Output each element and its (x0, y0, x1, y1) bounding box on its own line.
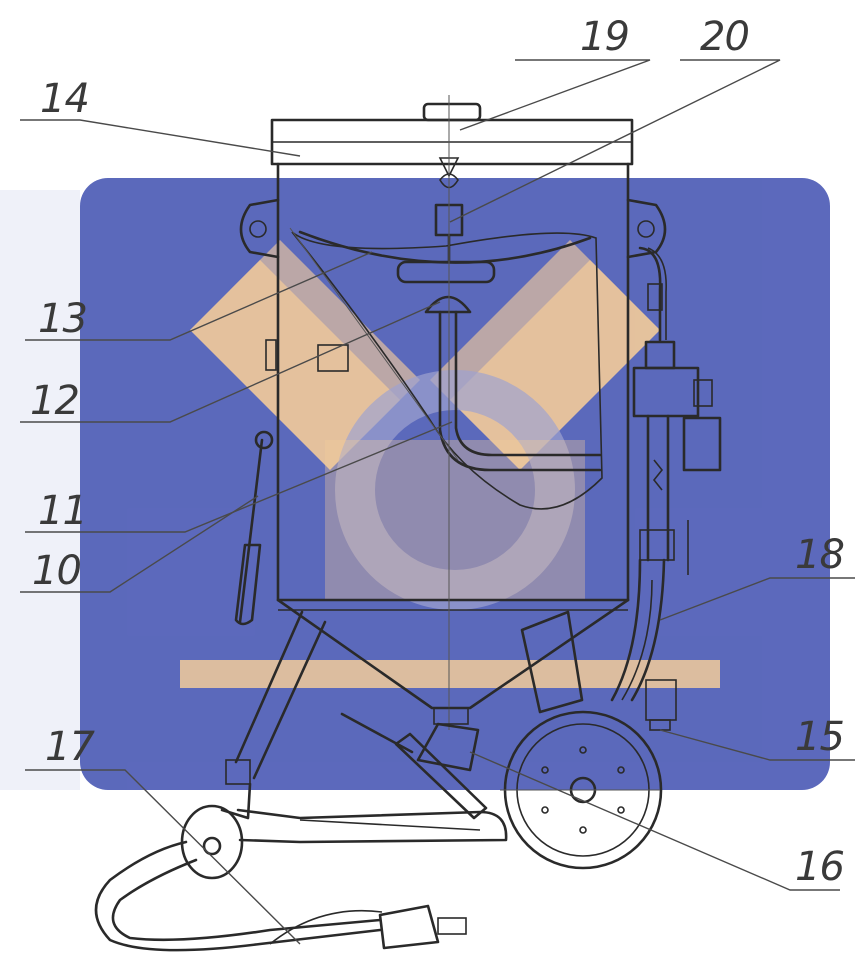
callout-labels: 14 19 20 13 12 11 10 18 15 16 17 (30, 14, 845, 890)
callout-15: 15 (795, 714, 844, 760)
callout-11: 11 (38, 488, 87, 534)
callout-18: 18 (795, 532, 844, 578)
small-wheel (180, 782, 252, 880)
leader-lines (20, 59, 855, 945)
tank-lid (270, 102, 634, 166)
large-wheel (500, 710, 663, 870)
control-assembly (610, 246, 722, 731)
callout-19: 19 (580, 14, 629, 60)
callout-20: 20 (700, 14, 749, 60)
watermark-logo (0, 178, 830, 790)
frame-legs (225, 610, 584, 785)
section-line (289, 227, 459, 461)
callout-13: 13 (38, 296, 87, 342)
hoses (94, 808, 508, 952)
callout-17: 17 (45, 724, 95, 770)
callout-16: 16 (795, 844, 844, 890)
callout-12: 12 (30, 378, 79, 424)
tank-body (239, 162, 667, 710)
handle (234, 430, 274, 626)
inner-cutaway (291, 230, 603, 510)
bottom-valve (340, 707, 488, 820)
callout-14: 14 (40, 76, 89, 122)
callout-10: 10 (32, 548, 81, 594)
